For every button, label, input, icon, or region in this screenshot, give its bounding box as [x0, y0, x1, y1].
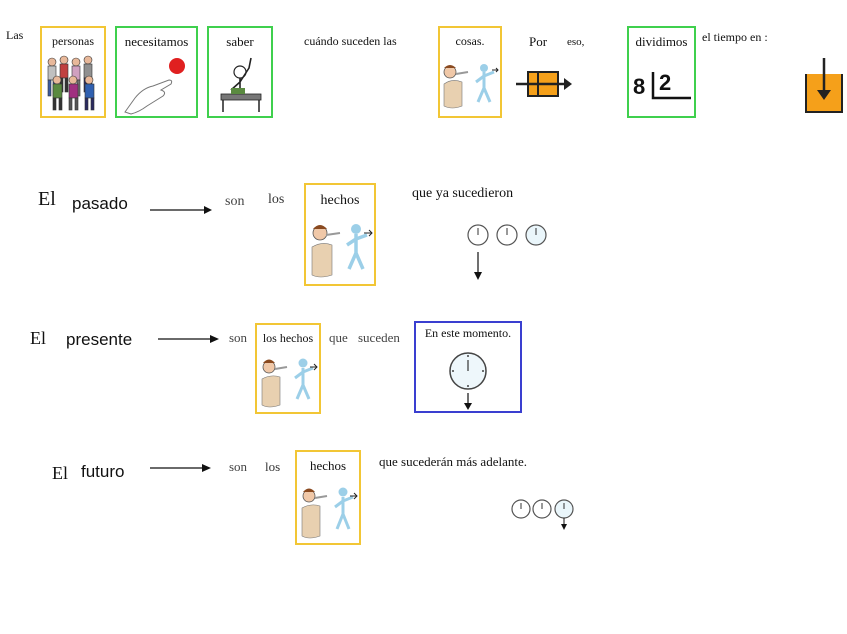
division-divisor: 2: [659, 70, 672, 95]
futuro-arrow-icon: [150, 464, 211, 472]
pasado-title: pasado: [72, 194, 128, 213]
people-group-icon: [47, 55, 95, 111]
text-las: Las: [6, 28, 24, 42]
futuro-son: son: [229, 459, 248, 474]
division-symbol-icon: [651, 72, 691, 100]
events-scene-icon: [301, 487, 358, 539]
card-necesitamos: necesitamos: [115, 26, 198, 118]
pasado-el: El: [38, 188, 56, 210]
text-eso: eso,: [567, 36, 585, 48]
futuro-card-label: hechos: [309, 458, 347, 473]
card-personas-label: personas: [52, 34, 94, 48]
presente-que: que: [329, 330, 348, 345]
presente-card-momento: En este momento.: [414, 321, 522, 413]
card-dividimos-label: dividimos: [635, 34, 688, 49]
card-cosas: cosas.: [438, 26, 502, 118]
pasado-card-label: hechos: [320, 193, 360, 208]
text-cuando: cuándo suceden las: [304, 34, 397, 48]
orange-box-down-arrow-icon: [805, 58, 843, 113]
pasado-desc: que ya sucedieron: [412, 186, 514, 201]
text-tiempo: el tiempo en :: [702, 30, 768, 44]
pasado-arrow-icon: [150, 206, 212, 214]
futuro-card-hechos: hechos: [295, 450, 361, 545]
futuro-los: los: [265, 459, 281, 474]
student-raising-hand-icon: [220, 57, 262, 112]
presente-arrow-icon: [158, 335, 219, 343]
pasado-los: los: [268, 192, 285, 207]
card-dividimos: dividimos 8 2: [627, 26, 696, 118]
pasado-card-hechos: hechos: [304, 183, 376, 286]
futuro-desc: que sucederán más adelante.: [379, 454, 527, 469]
presente-momento-label: En este momento.: [424, 326, 512, 340]
futuro-title: futuro: [81, 462, 125, 481]
division-dividend: 8: [633, 74, 646, 99]
presente-suceden: suceden: [358, 330, 400, 345]
text-por: Por: [529, 34, 548, 49]
card-personas: personas: [40, 26, 106, 118]
futuro-el: El: [52, 463, 68, 483]
hand-reaching-icon: [124, 58, 185, 115]
presente-title: presente: [66, 330, 133, 349]
clock-icon: [449, 352, 487, 410]
card-saber-label: saber: [226, 34, 254, 49]
card-necesitamos-label: necesitamos: [124, 34, 189, 49]
card-cosas-label: cosas.: [455, 34, 485, 48]
events-scene-icon: [311, 224, 373, 278]
presente-card-hechos: los hechos: [255, 323, 321, 414]
presente-el: El: [30, 328, 46, 348]
events-scene-icon: [443, 64, 499, 109]
card-saber: saber: [207, 26, 273, 118]
presente-son: son: [229, 330, 248, 345]
future-clocks-icon: [511, 499, 574, 530]
past-clocks-icon: [467, 224, 547, 280]
orange-box-arrow-icon: [516, 71, 572, 97]
events-scene-icon: [261, 358, 318, 408]
pasado-son: son: [225, 194, 245, 209]
presente-card-label: los hechos: [262, 331, 314, 345]
